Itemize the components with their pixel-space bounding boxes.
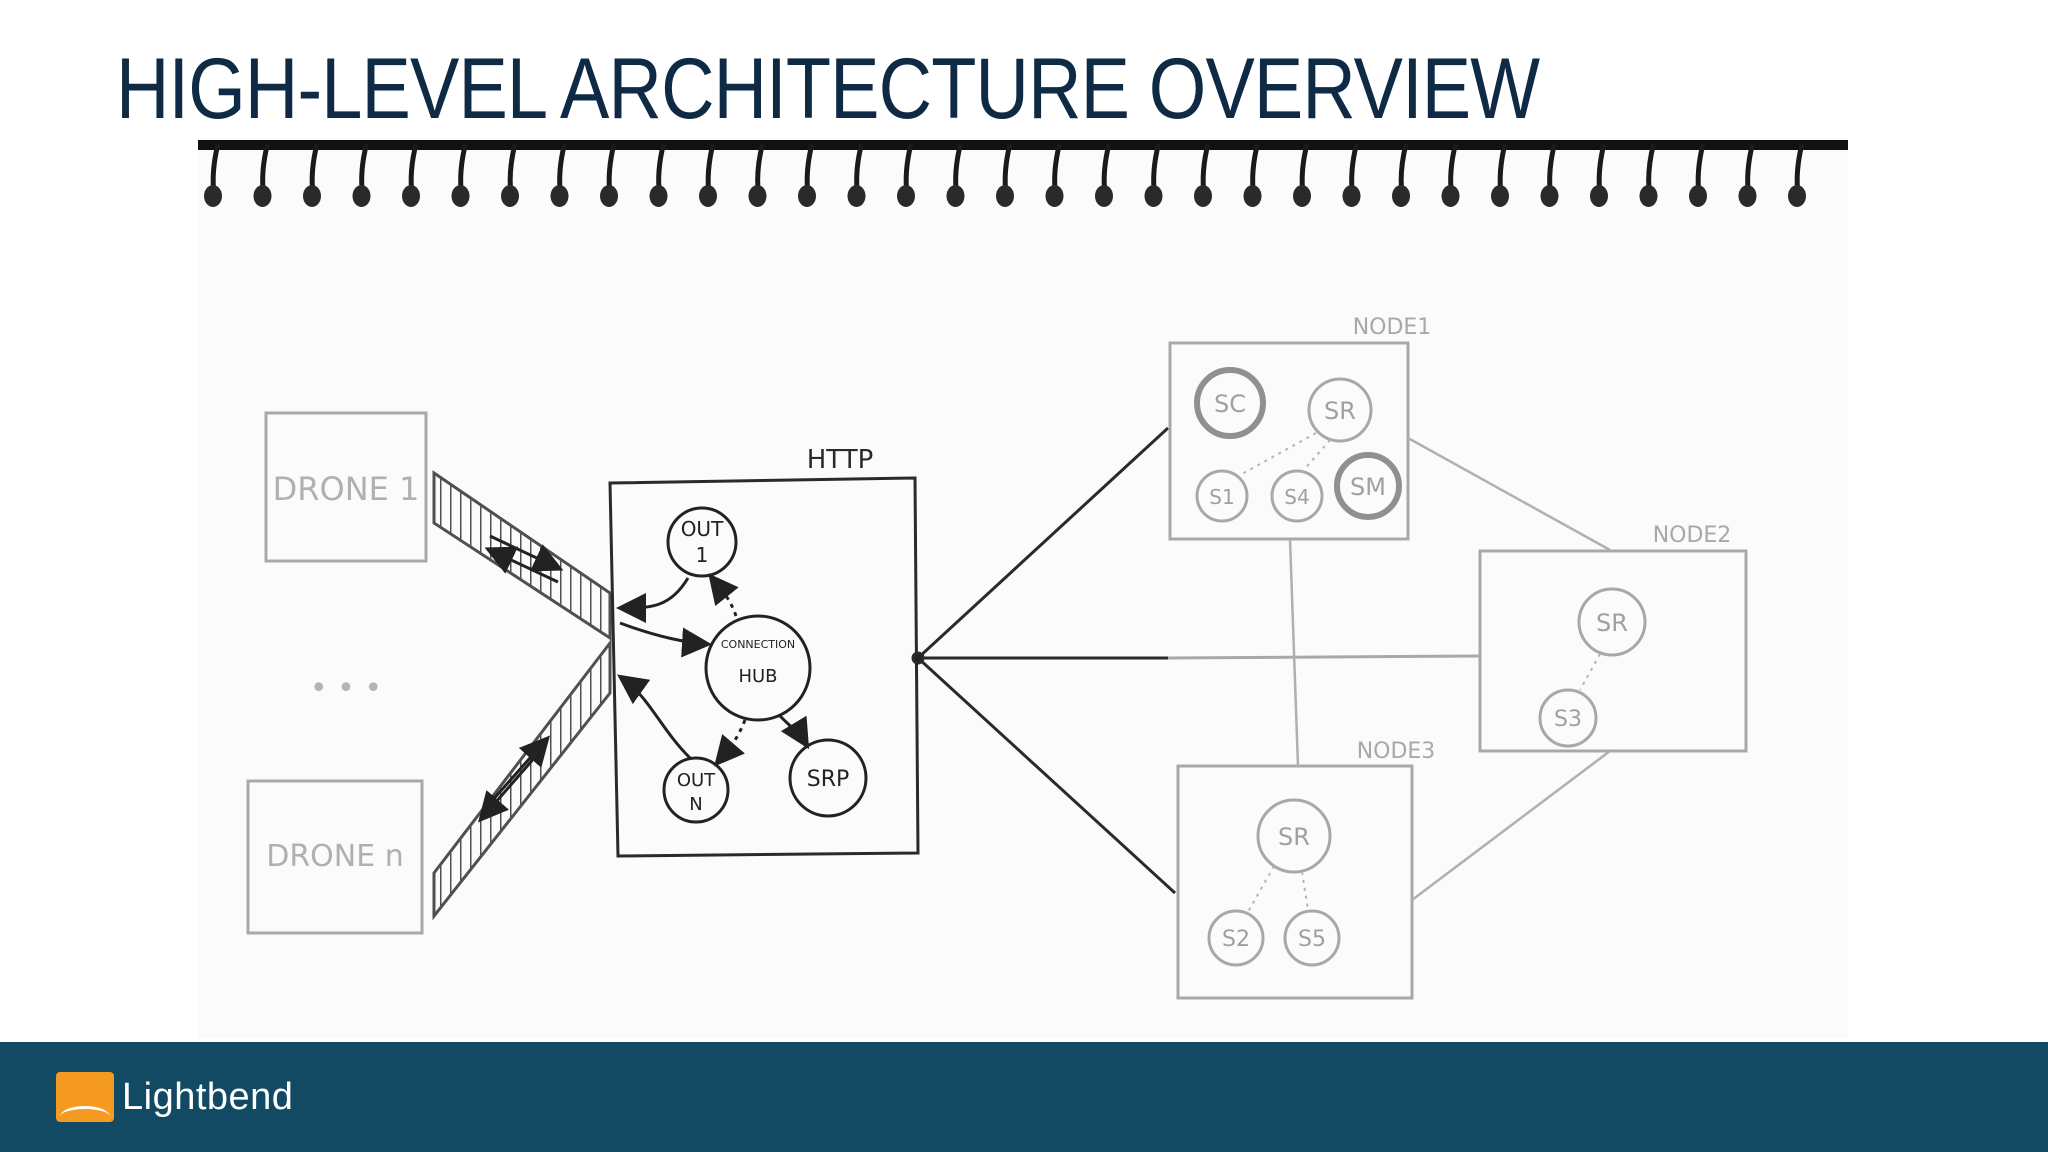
footer-bar: Lightbend <box>0 1042 2048 1152</box>
inter-node-lines <box>1288 436 1611 901</box>
node-3-s5: S5 <box>1298 927 1326 952</box>
node-3-label: NODE3 <box>1357 739 1436 764</box>
spiral-hole <box>1590 185 1608 207</box>
srp-label: SRP <box>807 767 850 792</box>
spiral-hole <box>1095 185 1113 207</box>
node-2-box: NODE2 SR S3 <box>1478 523 1748 753</box>
spiral-hole <box>996 185 1014 207</box>
spiral-hole <box>501 185 519 207</box>
drone-1-box: DRONE 1 <box>264 411 428 563</box>
out-1-node: OUT 1 <box>666 506 738 578</box>
lightbend-logo-icon <box>56 1072 114 1122</box>
http-server-box: HTTP <box>608 445 920 858</box>
spiral-hole <box>1392 185 1410 207</box>
notebook-page <box>198 138 1848 1038</box>
node-2-label: NODE2 <box>1653 523 1732 548</box>
spiral-hole <box>1243 185 1262 207</box>
out-n-label-top: OUT <box>677 770 716 791</box>
spiral-hole <box>1738 185 1757 207</box>
http-internal-arrows <box>616 573 810 767</box>
node-1-sm: SM <box>1350 473 1386 501</box>
http-label: HTTP <box>807 445 874 475</box>
channel-drone-n <box>432 638 612 921</box>
spiral-hole <box>1194 185 1212 207</box>
brand-name: Lightbend <box>122 1076 294 1118</box>
spiral-hole <box>649 185 668 207</box>
spiral-hole <box>1045 185 1064 207</box>
spiral-hole <box>451 185 470 207</box>
architecture-sketch: DRONE 1 • • • DRONE n HTTP OUT 1 CONNECT… <box>190 138 1848 1038</box>
drone-n-label: DRONE n <box>266 839 404 874</box>
spiral-hole <box>1293 185 1311 207</box>
out-1-label-bottom: 1 <box>696 543 709 567</box>
http-to-nodes-lines <box>911 426 1177 895</box>
spiral-hole <box>204 185 222 207</box>
spiral-hole <box>798 185 816 207</box>
drone-n-box: DRONE n <box>246 779 424 935</box>
node-2-sr: SR <box>1596 609 1628 637</box>
node-2-s3: S3 <box>1554 707 1582 732</box>
out-n-label-bottom: N <box>689 794 702 815</box>
spiral-binding <box>198 140 1848 207</box>
spiral-hole <box>1540 185 1559 207</box>
spiral-hole <box>897 185 915 207</box>
spiral-hole <box>699 185 717 207</box>
connection-hub-node: CONNECTION HUB <box>704 614 812 722</box>
spiral-hole <box>550 185 569 207</box>
spiral-hole <box>303 185 321 207</box>
spiral-hole <box>352 185 371 207</box>
sketch-canvas: DRONE 1 • • • DRONE n HTTP OUT 1 CONNECT… <box>198 138 1848 1038</box>
hub-label-bottom: HUB <box>738 666 777 687</box>
drones-ellipsis: • • • <box>310 671 382 706</box>
spiral-hole <box>1441 185 1460 207</box>
spiral-hole <box>1689 185 1707 207</box>
spiral-hole <box>402 185 420 207</box>
node-1-sr: SR <box>1324 397 1356 425</box>
spiral-hole <box>600 185 618 207</box>
hub-label-top: CONNECTION <box>721 638 795 651</box>
node-3-box: NODE3 SR S2 S5 <box>1176 739 1436 1000</box>
node-1-label: NODE1 <box>1353 315 1432 340</box>
page-title: HIGH-LEVEL ARCHITECTURE OVERVIEW <box>116 41 1540 137</box>
node-1-box: NODE1 SC SR S1 S4 SM <box>1168 315 1432 541</box>
spiral-hole <box>1144 185 1163 207</box>
node-1-s4: S4 <box>1284 485 1309 509</box>
node-3-s2: S2 <box>1222 927 1250 952</box>
node-3-sr: SR <box>1278 823 1310 851</box>
channel-drone-1 <box>432 470 612 641</box>
spiral-hole <box>1342 185 1361 207</box>
node-1-sc: SC <box>1214 390 1246 418</box>
spiral-hole <box>748 185 767 207</box>
spiral-hole <box>1788 185 1806 207</box>
srp-node: SRP <box>788 738 868 818</box>
spiral-hole <box>946 185 965 207</box>
drone-1-label: DRONE 1 <box>273 470 420 508</box>
spiral-hole <box>1639 185 1658 207</box>
spiral-hole <box>847 185 866 207</box>
http-to-node2-line <box>1167 654 1481 660</box>
out-1-label-top: OUT <box>681 517 724 541</box>
spiral-hole <box>1491 185 1509 207</box>
spiral-hole <box>253 185 272 207</box>
out-n-node: OUT N <box>662 756 730 824</box>
node-1-s1: S1 <box>1209 485 1234 509</box>
